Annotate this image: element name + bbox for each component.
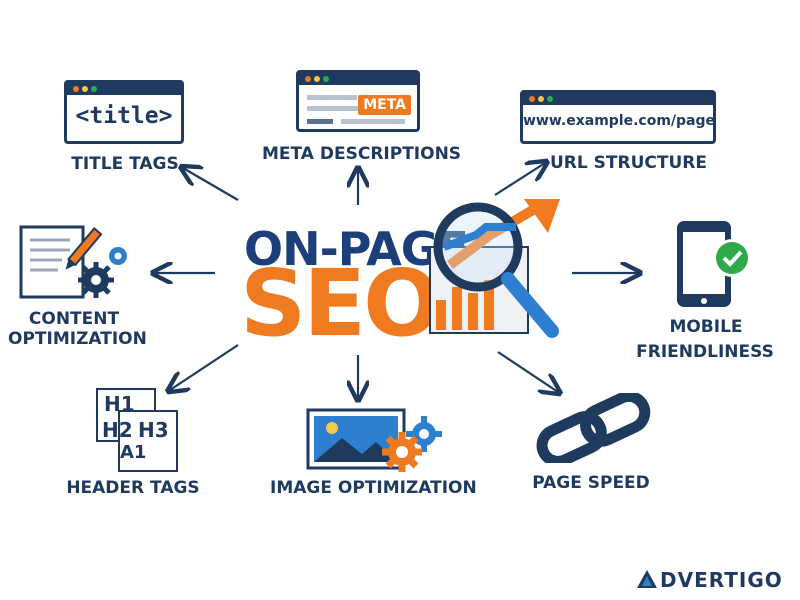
title-tags-label: TITLE TAGS [71, 154, 179, 174]
mobile-friendliness-label-1: MOBILE [669, 317, 743, 337]
content-optimization-label-2: OPTIMIZATION [8, 329, 147, 349]
h3-tag: H3 [138, 418, 169, 442]
image-gear-icon [306, 408, 442, 472]
header-tags-label: HEADER TAGS [66, 478, 200, 498]
meta-badge: META [358, 95, 411, 115]
document-pencil-gear-icon [19, 225, 127, 299]
seo-heading: SEO [240, 250, 441, 357]
mobile-friendliness-label-2: FRIENDLINESS [636, 342, 774, 362]
meta-window-icon: META [296, 70, 420, 132]
mobile-phone-check-icon [677, 221, 751, 307]
meta-descriptions-label: META DESCRIPTIONS [262, 144, 462, 164]
chain-link-icon [536, 393, 651, 463]
header-tags-document-icon: H1 H2 H3 A1 [96, 388, 178, 472]
a-tag: A1 [120, 442, 147, 463]
advertigo-logo-icon [637, 570, 657, 588]
image-optimization-label: IMAGE OPTIMIZATION [270, 478, 477, 498]
arrow-to-header-tags [170, 344, 239, 390]
advertigo-brand: DVERTIGO [660, 568, 783, 592]
title-tag-window-icon: <title> [64, 80, 184, 144]
page-speed-label: PAGE SPEED [532, 473, 650, 493]
magnifier-chart-icon [429, 199, 560, 338]
h2-tag: H2 [102, 418, 133, 442]
url-structure-label: URL STRUCTURE [550, 153, 707, 173]
content-optimization-label-1: CONTENT [28, 309, 120, 329]
url-window-icon: www.example.com/page [520, 90, 716, 144]
title-tag-code: <title> [75, 103, 173, 129]
h1-tag: H1 [104, 392, 135, 416]
url-text: www.example.com/page [523, 113, 716, 129]
arrow-to-title-tags [183, 168, 239, 201]
arrow-to-url-structure [494, 163, 545, 196]
arrow-to-page-speed [497, 351, 558, 392]
